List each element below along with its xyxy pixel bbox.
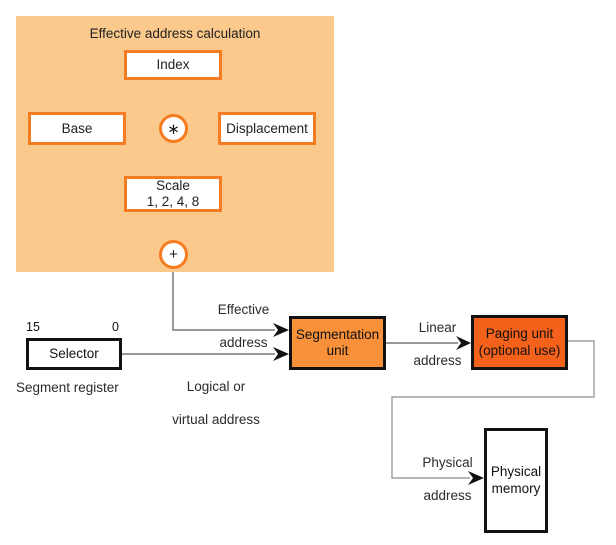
box-selector-label: Selector [49, 345, 99, 361]
box-scale-values: 1, 2, 4, 8 [146, 194, 200, 209]
segmentation-unit-label-1: Segmentation [295, 326, 380, 342]
box-displacement-label: Displacement [226, 120, 308, 136]
operator-multiply: ∗ [159, 114, 188, 143]
physical-memory-label-1: Physical [490, 464, 542, 480]
label-effective-address: Effective address [190, 286, 282, 367]
label-logical-address: Logical or virtual address [141, 363, 276, 444]
label-physical-address-2: address [423, 487, 472, 503]
segmentation-unit-label-2: unit [326, 343, 349, 358]
box-paging-unit[interactable]: Paging unit (optional use) [471, 315, 568, 370]
label-linear-address: Linear address [390, 304, 470, 385]
paging-unit-label-1: Paging unit [485, 326, 554, 342]
label-linear-address-1: Linear [418, 320, 457, 336]
label-logical-address-2: virtual address [172, 411, 260, 427]
physical-memory-label-2: memory [491, 480, 541, 496]
wire-logical-address [122, 347, 289, 361]
label-effective-address-1: Effective [217, 302, 270, 318]
selector-bit-low: 0 [112, 320, 119, 334]
box-segmentation-unit[interactable]: Segmentation unit [289, 316, 386, 370]
panel-title: Effective address calculation [89, 26, 261, 41]
selector-bit-high: 15 [26, 320, 40, 334]
wire-linear-address [386, 336, 471, 350]
paging-unit-label-2: (optional use) [478, 342, 561, 358]
selector-caption: Segment register [16, 380, 119, 395]
box-index-label: Index [156, 57, 190, 73]
label-linear-address-2: address [413, 352, 462, 368]
box-physical-memory[interactable]: Physical memory [484, 428, 548, 533]
label-effective-address-2: address [219, 334, 268, 350]
label-physical-address: Physical address [400, 439, 480, 520]
box-scale[interactable]: Scale 1, 2, 4, 8 [124, 176, 222, 212]
box-selector[interactable]: Selector [26, 338, 122, 370]
operator-add: + [159, 240, 188, 269]
box-index[interactable]: Index [124, 50, 222, 80]
label-logical-address-1: Logical or [186, 379, 246, 395]
wire-physical-address [391, 340, 595, 485]
box-scale-label: Scale [156, 178, 190, 194]
wire-effective-address [172, 268, 289, 337]
box-base-label: Base [61, 120, 93, 136]
multiply-glyph: ∗ [167, 120, 180, 138]
box-displacement[interactable]: Displacement [218, 112, 316, 145]
label-physical-address-1: Physical [422, 455, 473, 471]
box-base[interactable]: Base [28, 112, 126, 145]
add-glyph: + [169, 246, 178, 263]
